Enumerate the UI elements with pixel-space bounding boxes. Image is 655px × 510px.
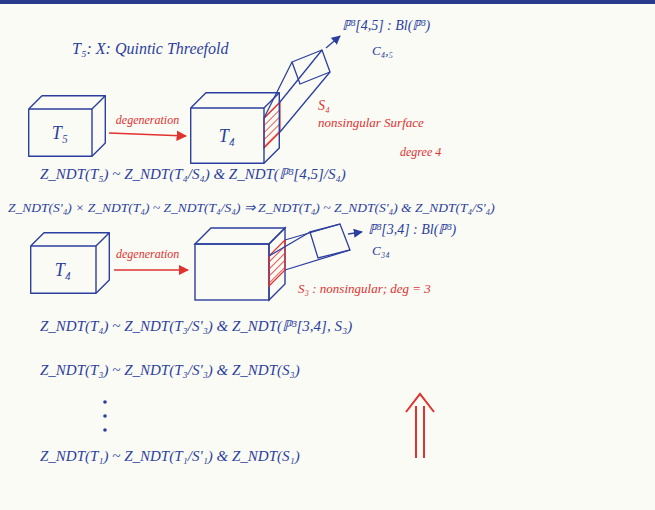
blowup-edge (264, 62, 292, 118)
formula: Z_NDT(T₃) ~ Z_NDT(T₃/S'₃) & Z_NDT(S₃) (40, 362, 300, 379)
node-label: T₅ (52, 123, 68, 144)
surface-note: nonsingular Surface (318, 116, 424, 131)
center-label: C₃₄ (372, 244, 390, 259)
cube-box: T₅ (28, 95, 106, 157)
pointer-arrow (348, 232, 362, 234)
surface-hatch (264, 102, 280, 148)
cube-face: T₄ (190, 108, 264, 164)
cube-box: T₄ (190, 92, 280, 164)
cube-face: T₅ (28, 109, 92, 157)
degeneration-arrow (109, 133, 186, 136)
node-label: T₄ (219, 126, 235, 147)
cube-box: T₄ (30, 232, 110, 294)
double-up-arrow (406, 394, 434, 458)
degree-note: degree 4 (400, 146, 441, 160)
blowup-edge (269, 232, 310, 256)
space-annotation: ℙ³[3,4] : Bl(ℙ³) (368, 222, 456, 238)
pointer-arrow (326, 36, 340, 48)
degeneration-arrow (114, 269, 188, 271)
blowup-box (292, 50, 330, 84)
cube-face: T₄ (30, 246, 96, 294)
node-label: T₄ (55, 260, 71, 281)
surface-hatch (269, 240, 285, 286)
ellipsis-dot (103, 400, 107, 404)
surface-name: S₄ (318, 98, 330, 114)
formula: Z_NDT(T₄) ~ Z_NDT(T₃/S'₃) & Z_NDT(ℙ³[3,4… (40, 318, 352, 335)
edge-label: degeneration (116, 114, 179, 128)
top-bar (0, 0, 655, 4)
formula: Z_NDT(S'₄) × Z_NDT(T₄) ~ Z_NDT(T₄/S₄) ⇒ … (8, 200, 495, 216)
blowup-box (310, 224, 350, 258)
formula: Z_NDT(T₁) ~ Z_NDT(T₁/S'₁) & Z_NDT(S₁) (40, 448, 300, 465)
ellipsis-dot (103, 428, 107, 432)
slide-heading: T₅: X: Quintic Threefold (72, 40, 229, 58)
formula: Z_NDT(T₅) ~ Z_NDT(T₄/S₄) & Z_NDT(ℙ³[4,5]… (40, 166, 346, 183)
cube-front (195, 244, 269, 300)
ellipsis-dot (103, 414, 107, 418)
surface-note: S₃ : nonsingular; deg = 3 (298, 282, 431, 297)
space-annotation: ℙ³[4,5] : Bl(ℙ³) (342, 18, 430, 34)
cube-side (269, 228, 285, 300)
center-label: C₄,₅ (372, 44, 393, 59)
degeneration-label: degeneration (116, 248, 179, 262)
